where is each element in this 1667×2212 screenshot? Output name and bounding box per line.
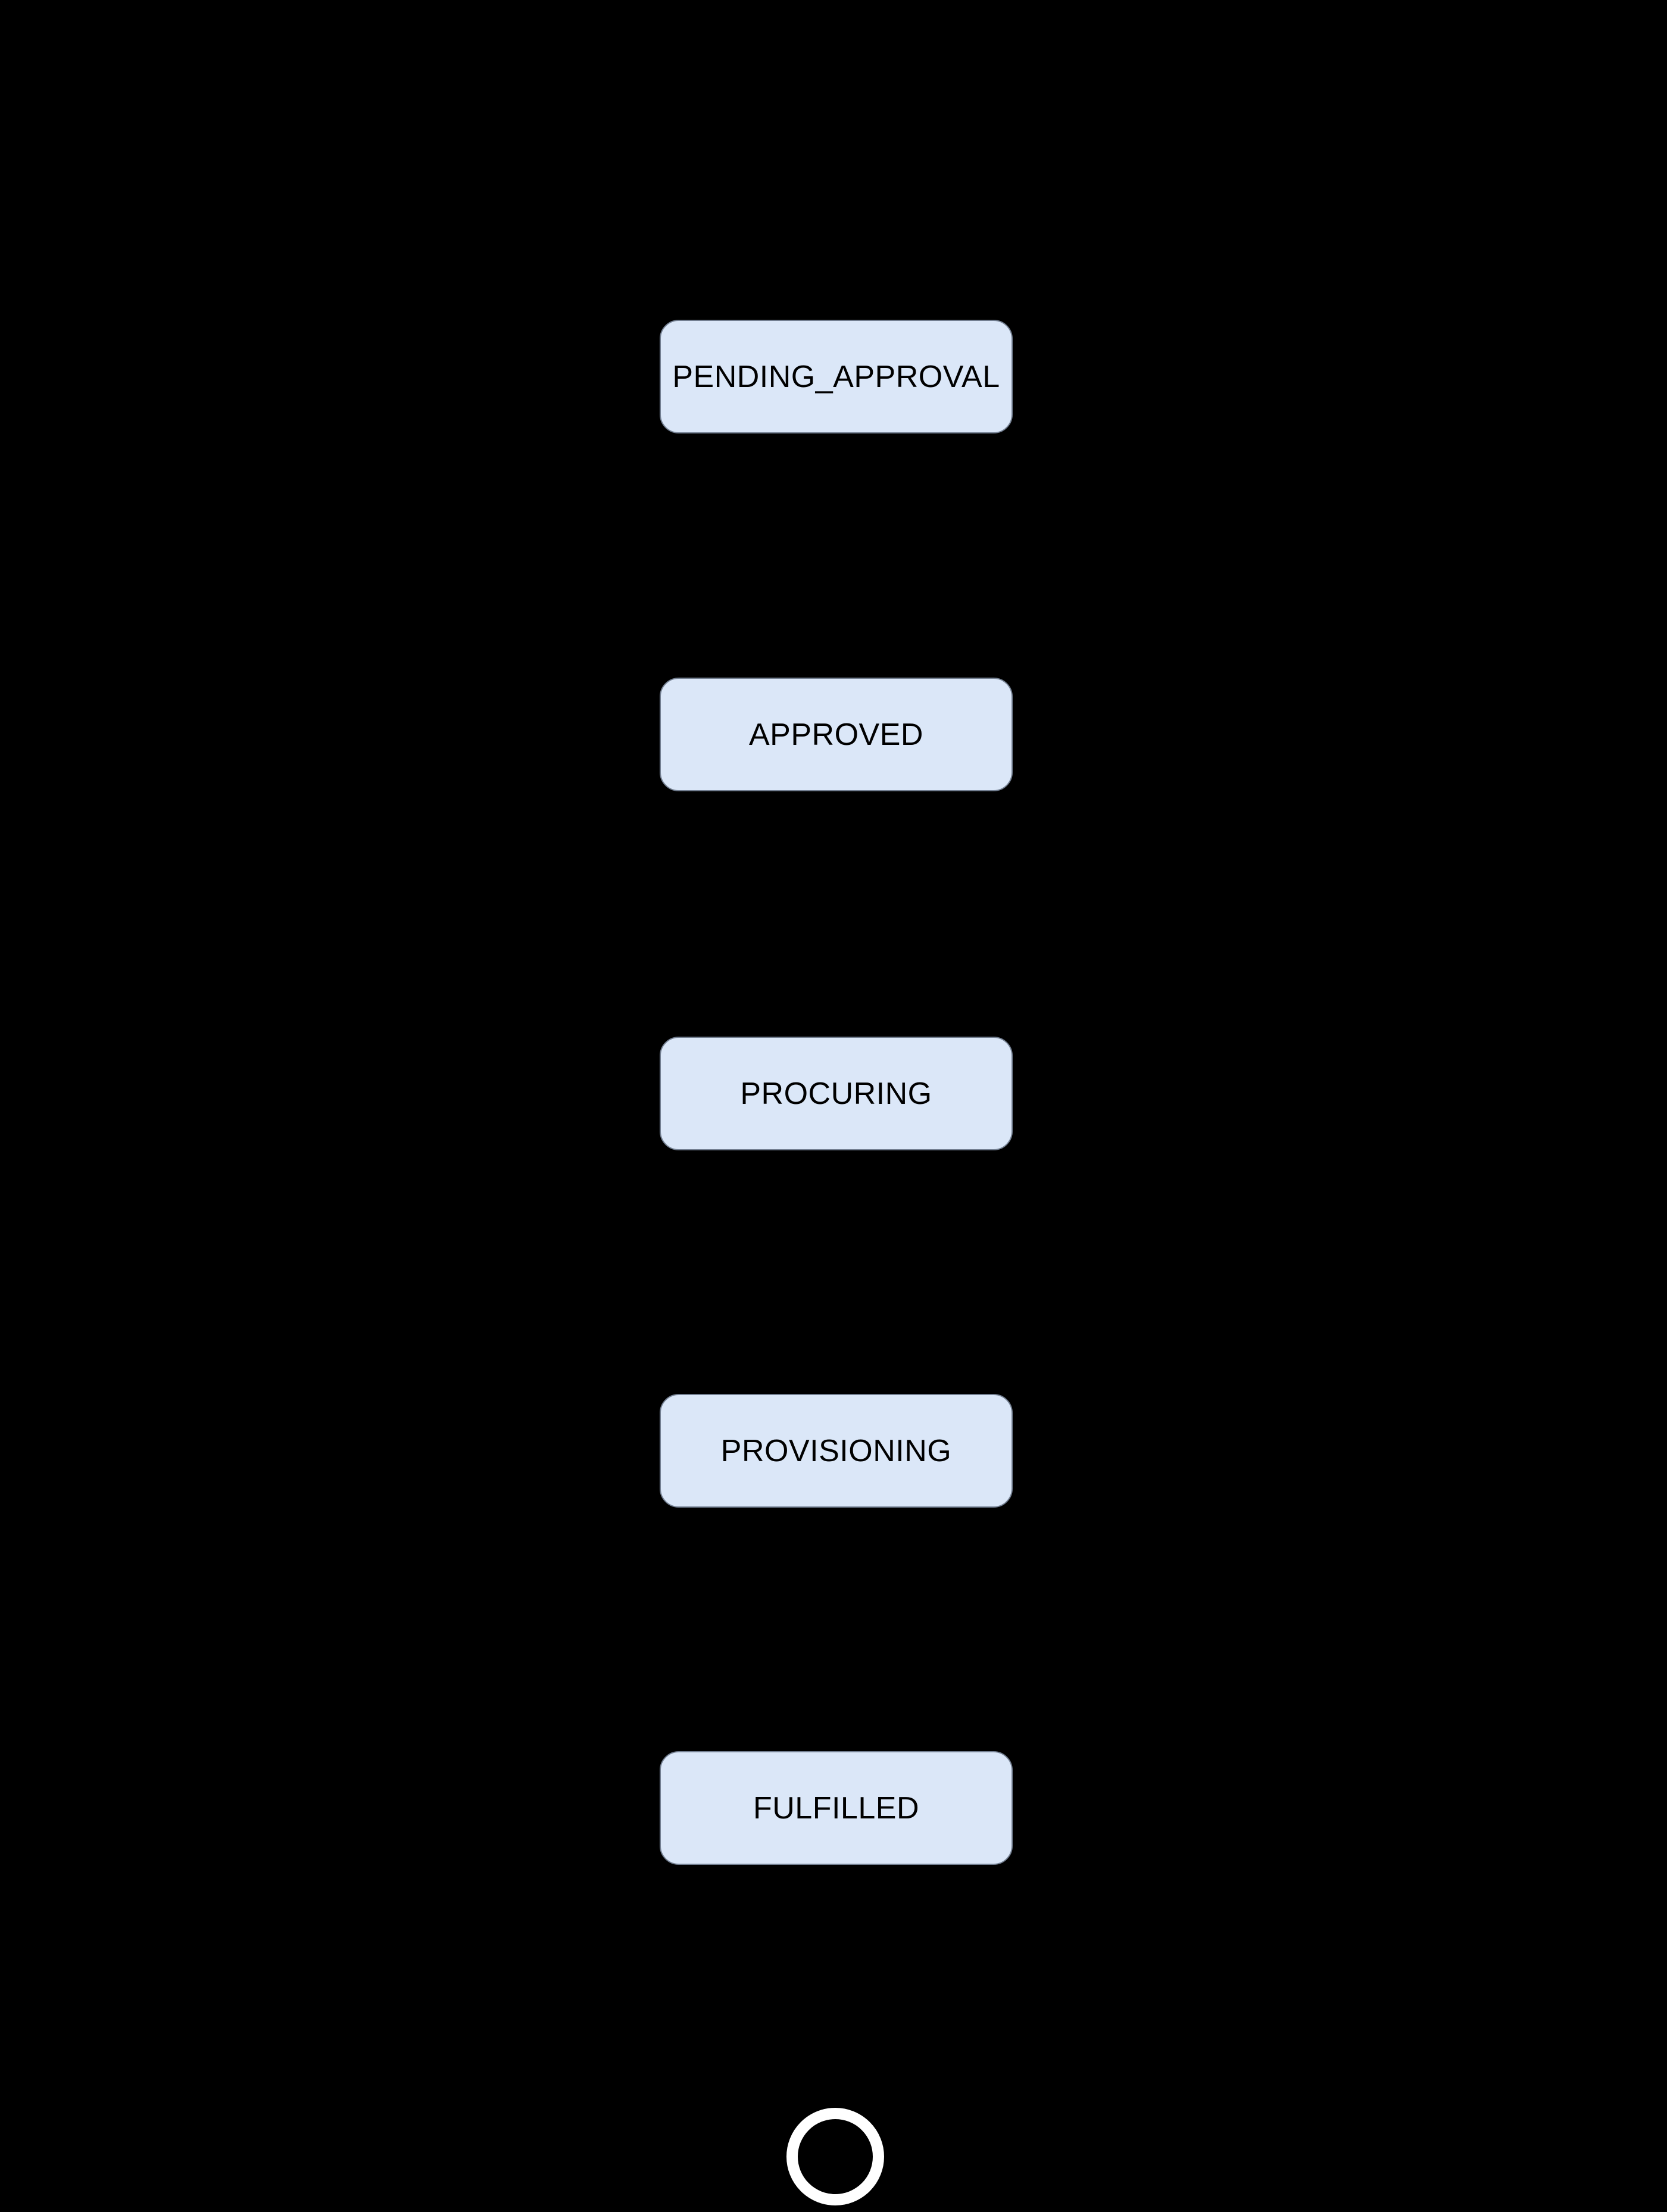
state-node-approved: APPROVED: [660, 678, 1013, 791]
state-node-procuring: PROCURING: [660, 1037, 1013, 1150]
state-label-fulfilled: FULFILLED: [753, 1790, 920, 1826]
state-node-fulfilled: FULFILLED: [660, 1751, 1013, 1865]
state-node-provisioning: PROVISIONING: [660, 1394, 1013, 1508]
state-label-provisioning: PROVISIONING: [720, 1433, 952, 1468]
state-node-pending-approval: PENDING_APPROVAL: [660, 320, 1013, 433]
state-label-procuring: PROCURING: [740, 1076, 932, 1111]
state-label-approved: APPROVED: [749, 717, 923, 752]
state-label-pending-approval: PENDING_APPROVAL: [672, 359, 1000, 394]
final-state-icon: [786, 2108, 884, 2205]
